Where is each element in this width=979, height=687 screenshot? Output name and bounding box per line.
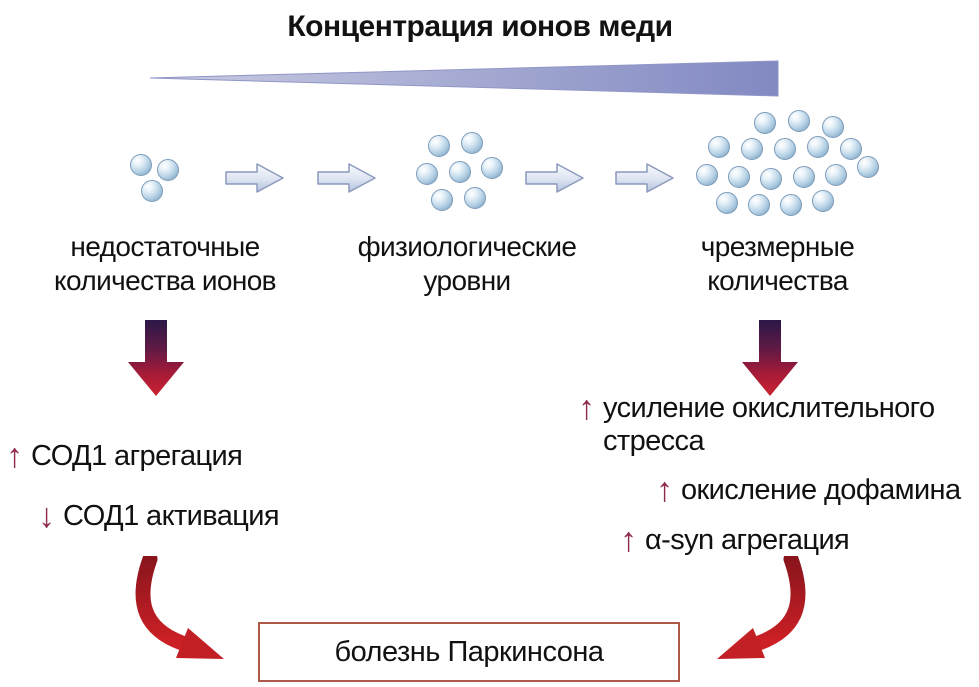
copper-ion-sphere (774, 138, 796, 160)
label-normal: физиологические уровни (332, 230, 602, 298)
copper-ion-sphere (812, 190, 834, 212)
flow-right-arrow-icon (317, 163, 376, 193)
down-arrow-high-icon (742, 320, 798, 396)
flow-right-arrow-icon (225, 163, 284, 193)
copper-ion-sphere (464, 187, 486, 209)
curved-arrow-right-icon (717, 556, 806, 659)
copper-ion-sphere (788, 110, 810, 132)
up-arrow-icon: ↑ (656, 471, 673, 509)
label-normal-line1: физиологические (357, 231, 577, 262)
copper-ion-sphere (822, 116, 844, 138)
copper-ion-sphere (416, 163, 438, 185)
copper-ion-sphere (754, 112, 776, 134)
copper-ion-sphere (716, 192, 738, 214)
concentration-wedge-icon (149, 60, 779, 97)
down-arrow-low-icon (128, 320, 184, 396)
outcome-label: болезнь Паркинсона (334, 635, 604, 668)
label-low: недостаточные количества ионов (25, 230, 305, 298)
copper-ion-sphere (780, 194, 802, 216)
up-arrow-icon: ↑ (6, 437, 23, 475)
effect-text: усиление окислительного стресса (603, 392, 935, 457)
copper-ion-sphere (741, 138, 763, 160)
label-high-line2: количества (707, 265, 848, 296)
copper-ion-sphere (696, 164, 718, 186)
effect-asyn-aggregation: ↑ α-syn агрегация (620, 521, 850, 559)
label-high-line1: чрезмерные (700, 231, 855, 262)
copper-ion-sphere (728, 166, 750, 188)
copper-ion-sphere (461, 132, 483, 154)
copper-ion-sphere (793, 166, 815, 188)
ion-cluster-normal (414, 131, 506, 215)
label-low-line1: недостаточные (70, 231, 260, 262)
effect-sod1-activation: ↓ СОД1 активация (38, 497, 280, 535)
effect-sod1-aggregation: ↑ СОД1 агрегация (6, 437, 243, 475)
diagram-title: Концентрация ионов меди (287, 10, 673, 43)
effect-dopamine-oxidation: ↑ окисление дофамина (656, 471, 961, 509)
ion-cluster-low (124, 150, 186, 205)
label-high: чрезмерные количества (645, 230, 910, 298)
flow-right-arrow-icon (615, 163, 674, 193)
copper-ion-sphere (840, 138, 862, 160)
copper-ion-sphere (431, 189, 453, 211)
curved-arrow-left-icon (135, 556, 224, 659)
effect-text: СОД1 активация (63, 500, 280, 532)
copper-ion-sphere (748, 194, 770, 216)
down-arrow-icon: ↓ (38, 497, 55, 535)
copper-ion-sphere (130, 154, 152, 176)
label-normal-line2: уровни (423, 265, 511, 296)
flow-right-arrow-icon (525, 163, 584, 193)
effect-text: СОД1 агрегация (31, 440, 243, 472)
effect-text: окисление дофамина (681, 474, 961, 506)
copper-ion-sphere (157, 159, 179, 181)
copper-ion-sphere (708, 136, 730, 158)
effect-oxidative-stress: ↑ усиление окислительного стресса (578, 389, 975, 458)
up-arrow-icon: ↑ (620, 521, 637, 559)
label-low-line2: количества ионов (54, 265, 277, 296)
copper-ion-sphere (825, 164, 847, 186)
up-arrow-icon: ↑ (578, 389, 595, 427)
copper-ion-sphere (807, 136, 829, 158)
effect-text: α-syn агрегация (645, 524, 850, 556)
copper-ion-sphere (449, 161, 471, 183)
outcome-box: болезнь Паркинсона (258, 622, 680, 682)
copper-ion-sphere (428, 135, 450, 157)
copper-ion-sphere (141, 180, 163, 202)
copper-ion-sphere (760, 168, 782, 190)
ion-cluster-high (696, 110, 888, 220)
copper-ion-sphere (857, 156, 879, 178)
copper-ion-sphere (481, 157, 503, 179)
